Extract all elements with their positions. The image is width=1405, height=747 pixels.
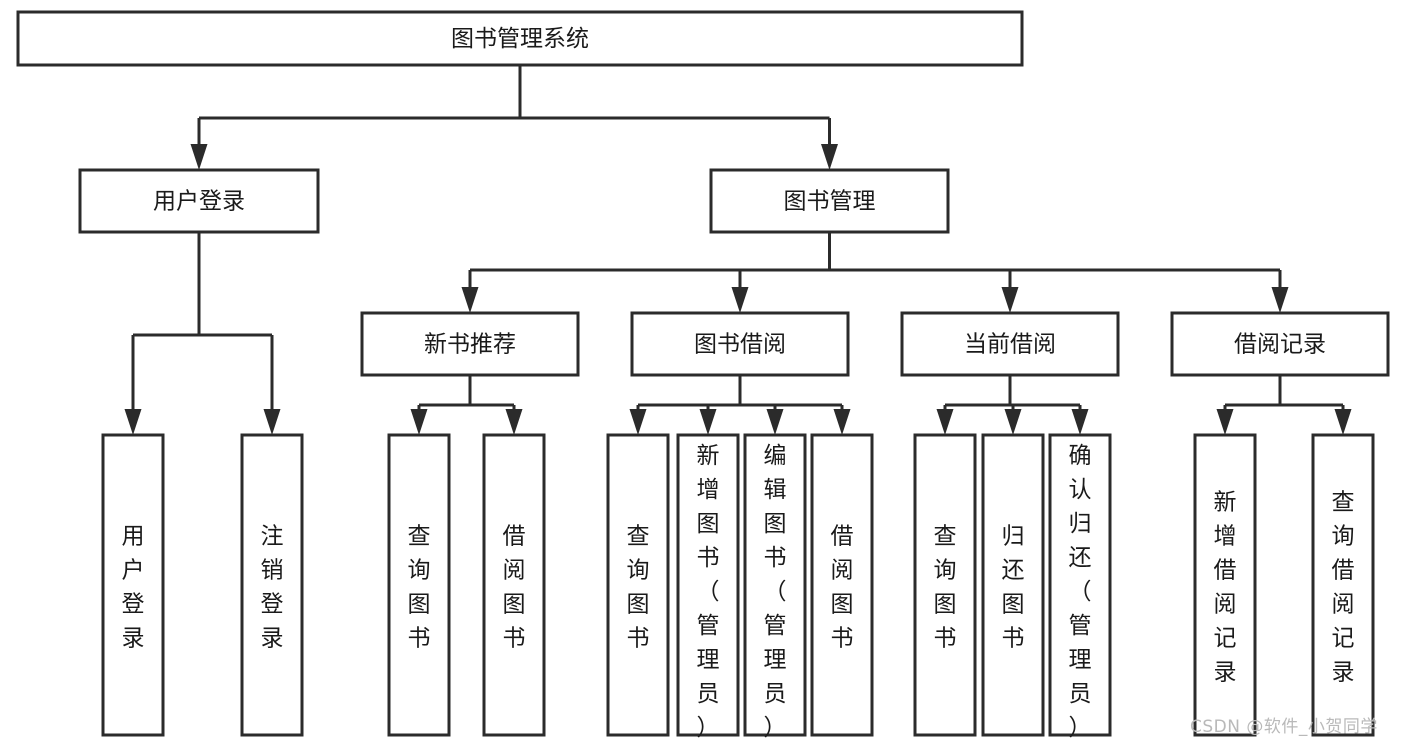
node-label-leaf-query-borrow-record: 查询借阅记录	[1332, 490, 1355, 686]
node-box-leaf-add-borrow-record	[1193, 433, 1257, 737]
node-box-leaf-add-book	[676, 433, 740, 737]
node-box-leaf-user-login	[101, 433, 165, 737]
node-box-current-borrow	[900, 311, 1120, 377]
node-leaf-query-book-borrow[interactable]: 查询图书	[606, 433, 670, 737]
node-label-leaf-user-login: 用户登录	[122, 524, 145, 652]
node-box-leaf-user-logout	[240, 433, 304, 737]
node-box-leaf-query-book-current	[913, 433, 977, 737]
node-label-user-login: 用户登录	[153, 189, 245, 215]
node-leaf-borrow-book[interactable]: 借阅图书	[810, 433, 874, 737]
node-box-book-management	[709, 168, 950, 234]
csdn-watermark: CSDN @软件_小贺同学	[1190, 717, 1378, 737]
node-book-borrow[interactable]: 图书借阅	[630, 311, 850, 377]
node-label-borrow-records: 借阅记录	[1234, 332, 1326, 358]
node-label-book-borrow: 图书借阅	[694, 332, 786, 358]
node-user-login[interactable]: 用户登录	[78, 168, 320, 234]
node-label-root: 图书管理系统	[451, 26, 589, 52]
node-label-leaf-add-borrow-record: 新增借阅记录	[1214, 490, 1237, 686]
node-leaf-query-book-recommend[interactable]: 查询图书	[387, 433, 451, 737]
node-label-leaf-query-book-borrow: 查询图书	[627, 524, 650, 652]
node-label-current-borrow: 当前借阅	[964, 332, 1056, 358]
node-box-leaf-query-book-recommend	[387, 433, 451, 737]
connector-records-to-leaves	[1216, 375, 1352, 435]
node-book-management[interactable]: 图书管理	[709, 168, 950, 234]
node-label-leaf-return-book: 归还图书	[1002, 524, 1025, 652]
connector-layer	[124, 65, 1352, 435]
node-box-leaf-borrow-book-recommend	[482, 433, 546, 737]
connector-borrow-to-leaves	[629, 375, 851, 435]
connector-bookmgmt-to-level3	[461, 232, 1289, 313]
node-box-leaf-query-borrow-record	[1311, 433, 1375, 737]
node-leaf-return-book[interactable]: 归还图书	[981, 433, 1045, 737]
node-label-leaf-user-logout: 注销登录	[261, 524, 284, 652]
node-box-new-book-recommend	[360, 311, 580, 377]
node-box-leaf-edit-book	[743, 433, 807, 737]
node-label-leaf-query-book-current: 查询图书	[934, 524, 957, 652]
node-box-leaf-confirm-return	[1048, 433, 1112, 737]
connector-root-to-level2	[190, 65, 838, 170]
node-leaf-confirm-return[interactable]: 确认归还（管理员）	[1048, 433, 1112, 741]
node-label-new-book-recommend: 新书推荐	[424, 332, 516, 358]
node-label-leaf-add-book: 新增图书（管理员）	[697, 443, 720, 741]
connector-recommend-to-leaves	[410, 375, 523, 435]
node-leaf-borrow-book-recommend[interactable]: 借阅图书	[482, 433, 546, 737]
node-label-leaf-edit-book: 编辑图书（管理员）	[764, 443, 787, 741]
node-label-book-management: 图书管理	[784, 189, 876, 215]
node-leaf-add-borrow-record[interactable]: 新增借阅记录	[1193, 433, 1257, 737]
node-label-leaf-confirm-return: 确认归还（管理员）	[1069, 443, 1092, 741]
node-leaf-edit-book[interactable]: 编辑图书（管理员）	[743, 433, 807, 741]
node-box-root	[16, 10, 1024, 67]
node-box-leaf-query-book-borrow	[606, 433, 670, 737]
node-new-book-recommend[interactable]: 新书推荐	[360, 311, 580, 377]
node-leaf-user-logout[interactable]: 注销登录	[240, 433, 304, 737]
node-borrow-records[interactable]: 借阅记录	[1170, 311, 1390, 377]
node-current-borrow[interactable]: 当前借阅	[900, 311, 1120, 377]
node-root[interactable]: 图书管理系统	[16, 10, 1024, 67]
node-box-borrow-records	[1170, 311, 1390, 377]
node-label-leaf-query-book-recommend: 查询图书	[408, 524, 431, 652]
node-leaf-query-book-current[interactable]: 查询图书	[913, 433, 977, 737]
node-box-leaf-return-book	[981, 433, 1045, 737]
node-leaf-query-borrow-record[interactable]: 查询借阅记录	[1311, 433, 1375, 737]
node-label-leaf-borrow-book: 借阅图书	[831, 524, 854, 652]
connector-current-to-leaves	[936, 375, 1089, 435]
node-layer: 图书管理系统用户登录图书管理新书推荐图书借阅当前借阅借阅记录用户登录注销登录查询…	[16, 10, 1390, 741]
node-leaf-add-book[interactable]: 新增图书（管理员）	[676, 433, 740, 741]
node-box-book-borrow	[630, 311, 850, 377]
node-box-leaf-borrow-book	[810, 433, 874, 737]
node-label-leaf-borrow-book-recommend: 借阅图书	[503, 524, 526, 652]
node-box-user-login	[78, 168, 320, 234]
connector-userlogin-to-leaves	[124, 232, 281, 435]
node-leaf-user-login[interactable]: 用户登录	[101, 433, 165, 737]
